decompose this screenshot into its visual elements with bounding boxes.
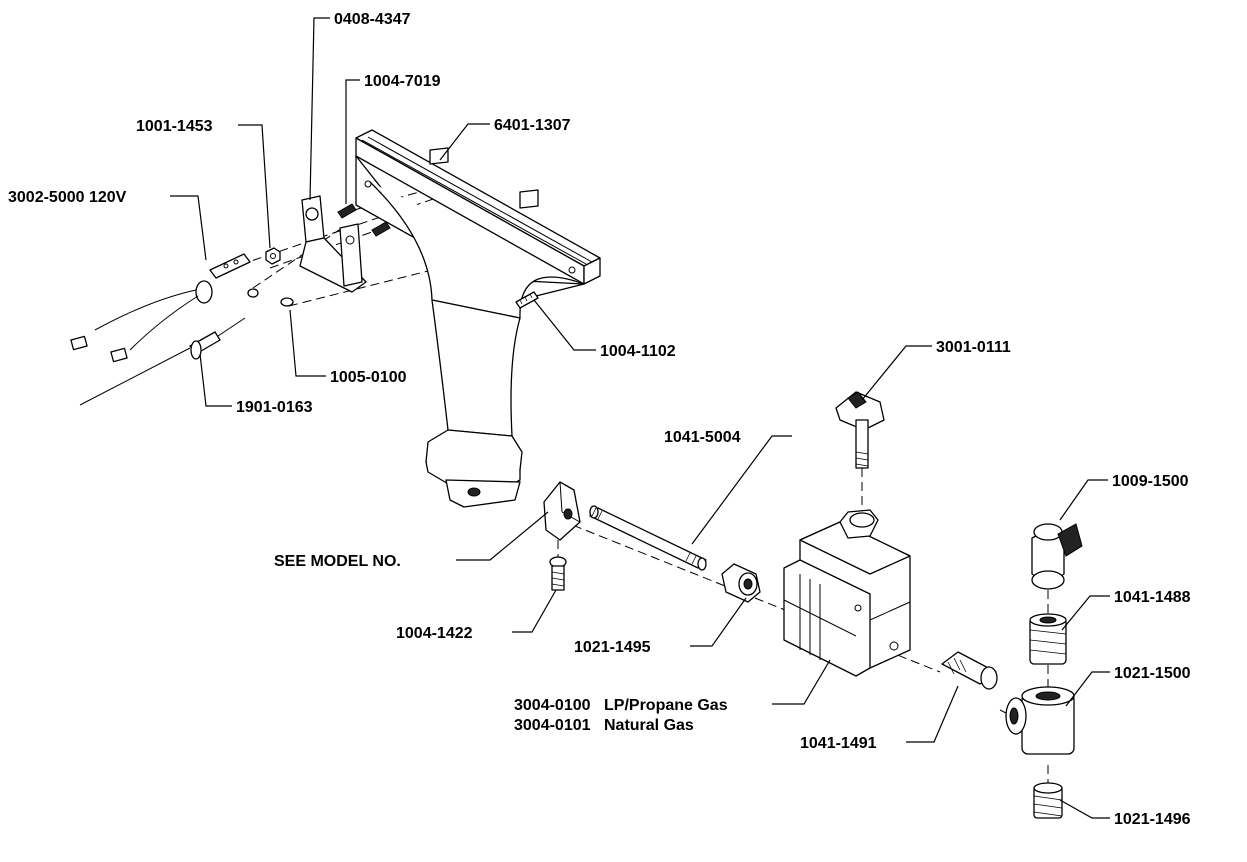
screw-1004-1422-part <box>549 556 567 591</box>
screw-1004-7019-part <box>337 203 391 237</box>
label-1021-1500: 1021-1500 <box>1114 665 1191 682</box>
orifice-part <box>543 481 581 541</box>
label-see-model-no: SEE MODEL NO. <box>274 553 401 570</box>
label-1004-7019: 1004-7019 <box>364 73 441 90</box>
nipple-1041-1488-part <box>1029 613 1067 665</box>
gas-valve-part <box>783 509 911 677</box>
label-3004-0101-description: Natural Gas <box>604 717 694 734</box>
label-3004-0100-number: 3004-0100 <box>514 697 591 714</box>
label-1021-1496: 1021-1496 <box>1114 811 1191 828</box>
label-1001-1453: 1001-1453 <box>136 118 213 135</box>
label-1041-1491: 1041-1491 <box>800 735 877 752</box>
callout-labels: 0408-4347 1004-7019 1001-1453 6401-1307 … <box>8 11 1191 828</box>
label-3004-0100-description: LP/Propane Gas <box>604 697 728 714</box>
ball-valve-part <box>1031 523 1083 590</box>
flame-sensor-part <box>79 317 246 406</box>
label-1009-1500: 1009-1500 <box>1112 473 1189 490</box>
mounting-bracket-part <box>299 195 367 293</box>
label-3001-0111: 3001-0111 <box>936 339 1011 356</box>
label-1041-1488: 1041-1488 <box>1114 589 1191 606</box>
pressure-switch-part <box>835 391 885 469</box>
label-1021-1495: 1021-1495 <box>574 639 651 656</box>
nipple-1041-1491-part <box>941 651 998 690</box>
nut-1001-1453-part <box>265 247 281 265</box>
screw-1004-1102-part <box>515 291 539 309</box>
pipe-tee-part <box>1005 686 1075 755</box>
plug-1021-1496-part <box>1033 782 1063 819</box>
label-1901-0163: 1901-0163 <box>236 399 313 416</box>
label-0408-4347: 0408-4347 <box>334 11 411 28</box>
pipe-1041-5004-part <box>589 505 707 571</box>
hot-surface-igniter-part <box>70 253 251 363</box>
washer-1005-0100-part <box>247 288 294 307</box>
label-1005-0100: 1005-0100 <box>330 369 407 386</box>
leader-lines <box>170 17 1110 819</box>
burner-venturi-part <box>355 129 601 508</box>
label-1004-1102: 1004-1102 <box>600 343 676 360</box>
label-3004-0101-number: 3004-0101 <box>514 717 591 734</box>
bushing-1021-1495-part <box>721 563 761 603</box>
label-1041-5004: 1041-5004 <box>664 429 741 446</box>
label-3002-5000-120v: 3002-5000 120V <box>8 189 127 206</box>
label-6401-1307: 6401-1307 <box>494 117 571 134</box>
label-1004-1422: 1004-1422 <box>396 625 473 642</box>
